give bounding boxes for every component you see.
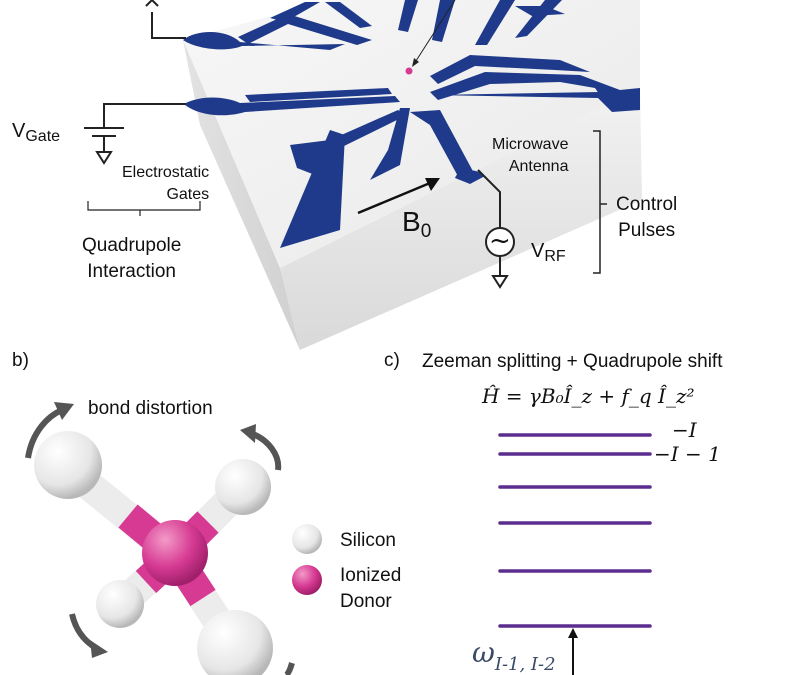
omega-subscript: I-1, I-2 [494,654,556,675]
electrostatic-gates-line2: Gates [166,186,210,203]
rotation-arrow [251,431,282,471]
chip-left-bottom-face [183,40,300,350]
panel-c-title: Zeeman splitting + Quadrupole shift [422,351,723,372]
gate-electrode [455,170,485,184]
quadrupole-line1: Quadrupole [82,235,182,256]
gate-electrode [270,2,320,22]
microwave-antenna-line2: Antenna [508,158,569,175]
gate-electrode [370,108,410,180]
v-gate-main: V [12,120,26,142]
b0-main: B [402,206,421,237]
v-rf-subscript: RF [544,248,566,265]
gate-electrode [430,72,640,110]
donor-atom-marker [405,67,413,75]
rotation-arrow [25,407,64,459]
quadrupole-interaction-label: Quadrupole Interaction [82,233,181,285]
molecule [34,431,273,675]
donor-pointer-line [413,0,456,65]
gate-electrode [184,96,400,116]
top-wire [151,12,186,39]
electrostatic-gates-line1: Electrostatic [122,164,210,181]
rf-wire-top [477,169,501,228]
ground-icon [491,275,509,289]
legend-donor-marker [292,565,322,595]
gate-electrode [430,55,590,84]
hamiltonian-equation: Ĥ = γB₀Î_z + f_q Î_z² [482,384,695,408]
gate-wire [103,103,186,128]
level-label-second: −I − 1 [654,442,721,466]
legend-silicon-marker [292,524,322,554]
rotation-arrowhead [240,424,256,443]
b0-arrow-shaft [357,181,431,215]
control-pulses-line2: Pulses [618,220,676,241]
gates-bracket [87,201,201,211]
microwave-antenna-label: Microwave Antenna [492,134,568,178]
panel-b-label: b) [12,350,29,371]
level-label-top: −I [672,418,697,442]
gate-electrode [183,32,345,50]
energy-levels [498,433,652,628]
v-rf-label: VRF [531,240,566,265]
microwave-antenna-line1: Microwave [492,136,569,153]
ac-symbol: ~ [489,226,511,256]
gate-electrode [410,110,475,180]
legend-donor-label: Ionized Donor [340,563,401,615]
control-pulses-bracket [593,130,601,274]
rotation-arrow [284,662,295,675]
quadrupole-line2: Interaction [87,261,177,282]
omega-symbol: ω [472,636,495,669]
silicon-atom [197,610,273,675]
top-wire-arrow [145,0,159,7]
rotation-arrowhead [90,640,108,658]
chip-front-face [280,88,642,350]
b0-subscript: 0 [420,221,432,242]
gate-electrode [280,130,345,248]
gate-electrode [430,88,640,112]
donor-pointer-arrowhead [412,58,419,67]
ground-icon [95,151,113,165]
silicon-atom [215,459,271,515]
silicon-atom [96,580,144,628]
electrostatic-gates-label: Electrostatic Gates [122,162,209,206]
transition-arrowhead [568,628,578,638]
gate-electrode [325,2,372,28]
v-gate-subscript: Gate [25,128,61,145]
bond-distortion-label: bond distortion [88,398,213,419]
legend-silicon-label: Silicon [340,530,396,551]
control-pulses-label: Control Pulses [616,192,677,244]
legend-donor-line2: Donor [340,591,392,612]
gate-electrode [475,0,515,45]
rotation-arrowhead [54,402,74,420]
gate-electrode [432,0,455,42]
gate-electrode [238,14,372,45]
panel-c-label: c) [384,350,400,371]
silicon-atom [34,431,102,499]
gate-electrode [515,6,565,16]
control-pulses-line1: Control [616,194,678,215]
transition-frequency-label: ωI-1, I-2 [472,636,556,675]
gate-electrodes [183,0,640,248]
legend-donor-line1: Ionized [340,565,402,586]
gate-electrode [398,0,418,32]
b0-label: B0 [402,206,431,242]
b0-arrow-head [425,178,440,191]
v-rf-main: V [531,240,545,262]
gate-electrode [245,88,392,102]
v-gate-label: VGate [12,120,61,145]
chip-block [183,0,642,350]
donor-atom [142,520,208,586]
